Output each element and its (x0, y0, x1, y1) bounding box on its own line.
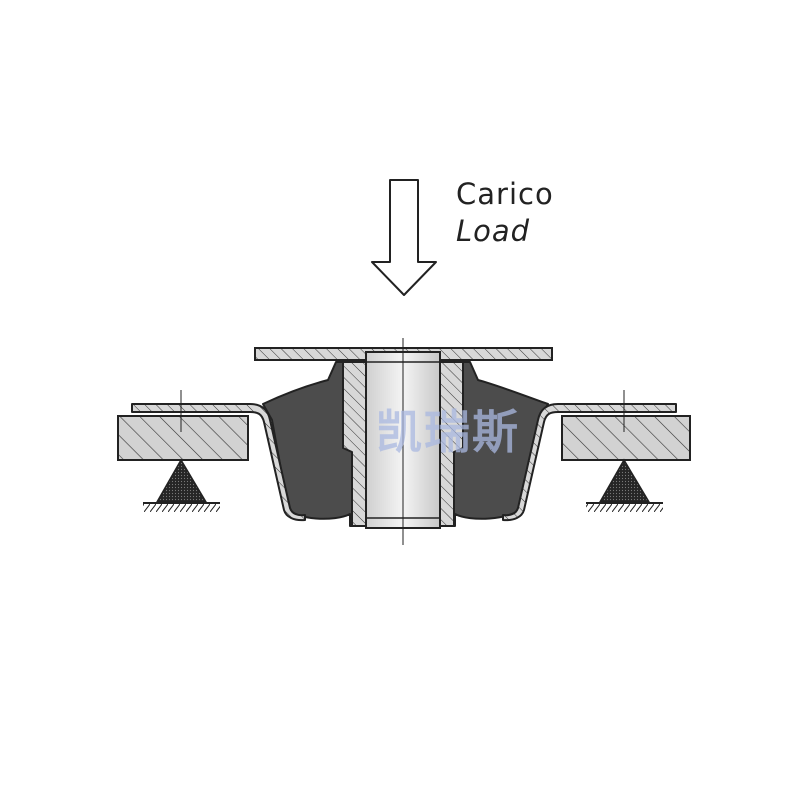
inner-insert (342, 361, 464, 527)
outer-housing-left (131, 403, 306, 522)
left-support-block (117, 415, 249, 461)
center-lines (180, 338, 625, 545)
outer-housing-right (502, 403, 677, 522)
load-arrow (371, 179, 437, 296)
right-support-block (561, 415, 691, 461)
load-label-italian: Carico (456, 177, 554, 211)
load-label-english: Load (456, 214, 531, 248)
right-fixed-support (586, 458, 663, 512)
left-fixed-support (143, 458, 220, 512)
